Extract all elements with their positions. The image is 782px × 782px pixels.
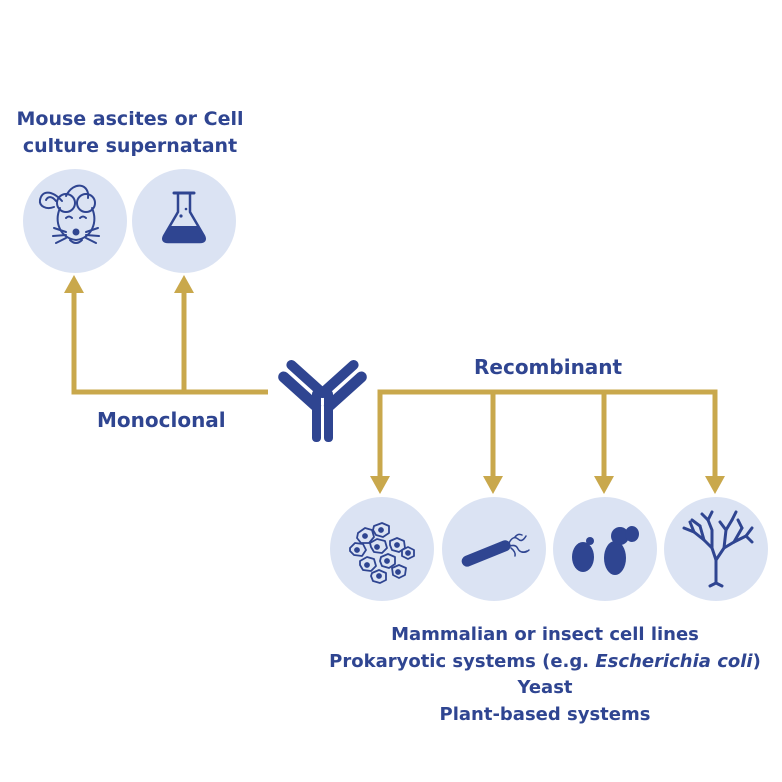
flask-icon [161,191,207,244]
recombinant-sources-list: Mammalian or insect cell lines Prokaryot… [300,622,782,728]
arrow-down-cells [370,476,390,494]
yeast-circle [553,497,657,601]
monoclonal-label: Monoclonal [97,408,226,432]
source-mammalian: Mammalian or insect cell lines [391,624,699,645]
monoclonal-connector [71,290,268,395]
arrow-down-yeast [594,476,614,494]
source-plant: Plant-based systems [439,703,651,725]
plant-circle [664,497,768,601]
arrow-down-bacterium [483,476,503,494]
source-prokaryotic-suffix: ) [752,650,761,672]
source-prokaryotic-prefix: Prokaryotic systems (e.g. [329,650,596,672]
monoclonal-source-line2: culture supernatant [22,135,238,157]
bacterium-icon [461,533,530,567]
arrow-up-mouse [64,275,84,293]
recombinant-label: Recombinant [474,355,623,379]
source-prokaryotic-species: Escherichia coli [595,650,753,672]
arrow-down-plant [705,476,725,494]
yeast-icon [572,526,639,575]
plant-icon [682,510,754,588]
source-prokaryotic: Prokaryotic systems (e.g. Escherichia co… [300,649,782,676]
recombinant-connector [377,389,718,478]
monoclonal-source-title: Mouse ascites or Cell culture supernatan… [0,106,260,160]
mouse-circle [23,169,127,273]
antibody-icon [278,359,367,442]
mouse-icon [38,184,100,244]
flask-circle [132,169,236,273]
arrow-up-flask [174,275,194,293]
cells-circle [330,497,434,601]
source-yeast: Yeast [517,677,573,698]
cell-cluster-icon [349,522,415,584]
monoclonal-source-line1: Mouse ascites or Cell [16,108,244,130]
